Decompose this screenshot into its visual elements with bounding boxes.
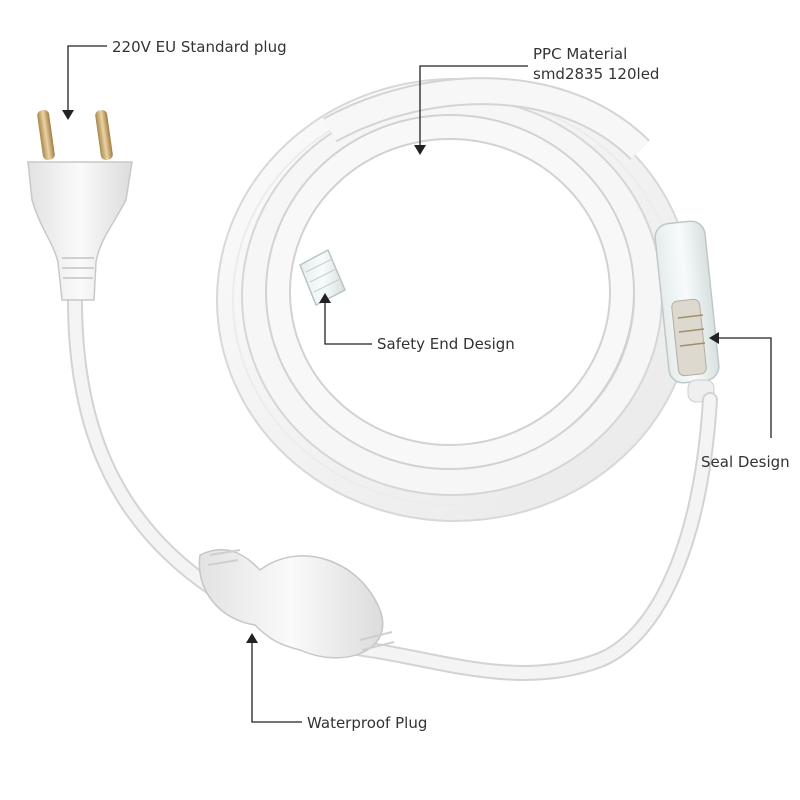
callout-leader-lines [62,45,772,723]
arrowhead-waterproof [246,633,258,643]
callout-led-spec-label: smd2835 120led [533,65,660,83]
arrowhead-safety [319,293,331,303]
callout-waterproof-label: Waterproof Plug [307,714,428,732]
leader-safety [324,300,372,345]
led-strip-coil [216,77,694,522]
end-cap-icon [299,248,346,307]
arrowhead-seal [709,332,719,344]
waterproof-connector-icon [198,548,395,659]
power-cable [67,292,718,681]
callout-plug-label: 220V EU Standard plug [112,38,287,56]
leader-material [419,65,528,148]
leader-seal [716,337,772,438]
arrowhead-material [414,145,426,155]
callout-material-label: PPC Material [533,45,628,63]
callout-seal-label: Seal Design [701,453,790,471]
eu-plug-icon [27,110,133,301]
arrowhead-plug [62,110,74,120]
callout-safety-end-label: Safety End Design [377,335,515,353]
leader-waterproof [251,640,302,723]
leader-plug [67,45,107,113]
